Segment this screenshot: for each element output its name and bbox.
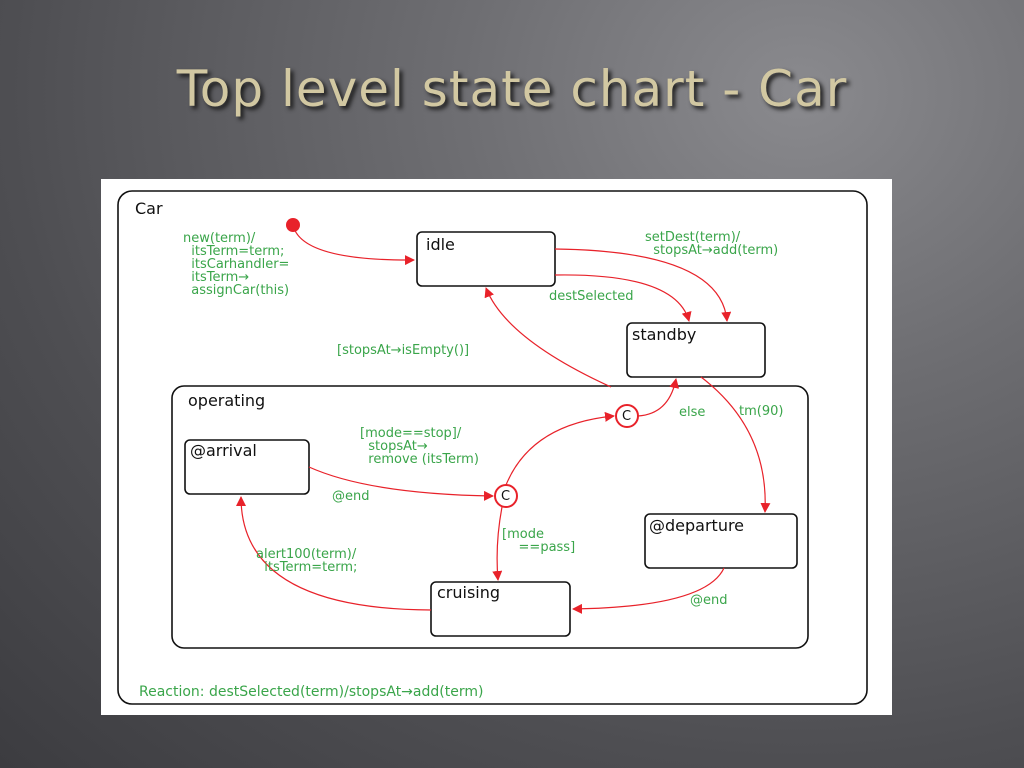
- operating-container: [171, 385, 809, 649]
- dest-selected-label: destSelected: [549, 289, 634, 304]
- alert-transition: [236, 496, 432, 611]
- dest-selected-transition: [554, 274, 692, 322]
- mode-pass-label: [mode ==pass]: [502, 527, 576, 555]
- connector-top-symbol: C: [622, 409, 632, 424]
- reaction-label: Reaction: destSelected(term)/stopsAt→add…: [139, 684, 484, 700]
- mode-stop-transition: [505, 411, 615, 486]
- initial-transition-label: new(term)/ itsTerm=term; itsCarhandler= …: [183, 231, 290, 298]
- tm-label: tm(90): [739, 404, 784, 419]
- car-container-label: Car: [135, 199, 163, 218]
- alert-label: alert100(term)/ itsTerm=term;: [256, 547, 358, 575]
- connector-center-symbol: C: [501, 489, 511, 504]
- arrival-end-label: @end: [332, 489, 370, 504]
- departure-end-label: @end: [690, 593, 728, 608]
- arrival-state-label: @arrival: [190, 441, 257, 460]
- set-dest-label: setDest(term)/ stopsAt→add(term): [645, 230, 779, 258]
- stops-empty-transition: [484, 287, 612, 388]
- tm-transition: [700, 376, 771, 513]
- arrival-end-transition: [308, 466, 494, 501]
- departure-state-label: @departure: [649, 516, 745, 535]
- departure-state: [644, 513, 798, 569]
- standby-state: [626, 322, 766, 378]
- initial-transition: [292, 224, 415, 266]
- mode-pass-transition: [492, 506, 503, 581]
- stops-empty-label: [stopsAt→isEmpty()]: [337, 343, 470, 358]
- slide-title: Top level state chart - Car: [176, 60, 848, 118]
- cruising-state: [430, 581, 571, 637]
- standby-state-label: standby: [632, 325, 697, 344]
- mode-stop-label: [mode==stop]/ stopsAt→ remove (itsTerm): [360, 426, 479, 467]
- state-chart-figure: Car operating idle standby @arrival @dep…: [101, 179, 892, 715]
- cruising-state-label: cruising: [437, 583, 501, 602]
- departure-end-transition: [572, 567, 725, 614]
- else-label: else: [679, 405, 706, 420]
- operating-container-label: operating: [188, 391, 266, 410]
- idle-state-label: idle: [426, 235, 455, 254]
- set-dest-transition: [554, 248, 732, 322]
- else-transition: [637, 378, 680, 417]
- car-container: [117, 190, 868, 705]
- idle-state: [416, 231, 556, 287]
- state-chart-canvas: [117, 190, 868, 705]
